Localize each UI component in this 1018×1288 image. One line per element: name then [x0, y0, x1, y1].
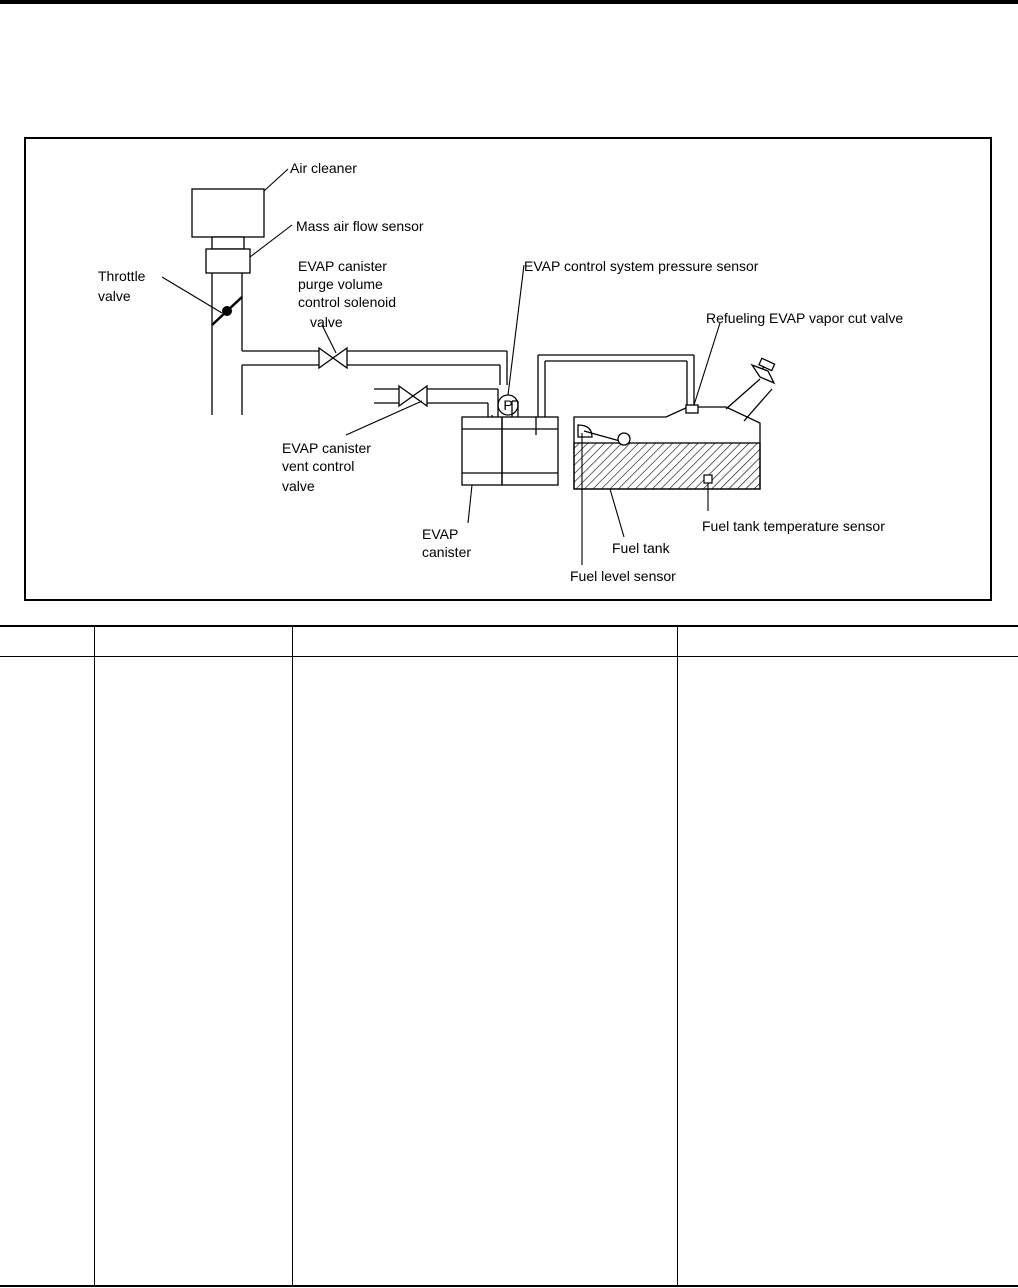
vent-line [374, 388, 499, 417]
vapor-cut-valve-symbol [685, 404, 699, 414]
label-purge-valve-3: control solenoid [298, 294, 396, 310]
air-connector-shape [211, 236, 245, 250]
label-purge-valve-1: EVAP canister [298, 258, 387, 274]
purge-valve-symbol [318, 346, 348, 370]
canister-ports [511, 400, 519, 417]
intake-pipe [211, 273, 243, 415]
label-pressure-sensor: EVAP control system pressure sensor [524, 258, 759, 274]
label-fuel-tank: Fuel tank [612, 540, 671, 556]
leader-lines [161, 168, 721, 565]
fuel-level-sensor-shape [577, 424, 631, 446]
top-rule [0, 0, 1018, 4]
label-throttle-valve-2: valve [98, 288, 131, 304]
spec-table [0, 625, 1018, 1288]
vent-valve-symbol [398, 384, 428, 408]
label-purge-valve-4: valve [310, 314, 343, 330]
table-col-divider-3 [677, 625, 678, 1287]
mass-air-flow-sensor-shape [205, 248, 251, 274]
label-vent-valve-2: vent control [282, 458, 354, 474]
table-bottom-border [0, 1285, 1018, 1287]
fuel-level [573, 442, 761, 490]
vapor-line [537, 354, 695, 417]
purge-line [242, 350, 508, 385]
label-vent-valve-1: EVAP canister [282, 440, 371, 456]
fuel-tank-temp-sensor-shape [703, 474, 713, 484]
evap-canister-shape [461, 416, 559, 486]
label-purge-valve-2: purge volume [298, 276, 383, 292]
label-mass-air-flow-sensor: Mass air flow sensor [296, 218, 424, 234]
table-header-divider [0, 656, 1018, 657]
label-vent-valve-3: valve [282, 478, 315, 494]
table-top-border [0, 625, 1018, 627]
label-vapor-cut-valve: Refueling EVAP vapor cut valve [706, 310, 903, 326]
table-col-divider-2 [292, 625, 293, 1287]
filler-neck [725, 357, 776, 422]
evap-system-diagram: P [24, 137, 992, 601]
label-fuel-level-sensor: Fuel level sensor [570, 568, 676, 584]
label-air-cleaner: Air cleaner [290, 160, 357, 176]
pressure-sensor-symbol-text: P [503, 397, 512, 413]
air-cleaner-shape [191, 188, 265, 238]
table-col-divider-1 [94, 625, 95, 1287]
label-canister-2: canister [422, 544, 471, 560]
label-canister-1: EVAP [422, 526, 458, 542]
label-throttle-valve-1: Throttle [98, 268, 146, 284]
throttle-shaft [222, 306, 232, 316]
label-fuel-tank-temp-sensor: Fuel tank temperature sensor [702, 518, 885, 534]
